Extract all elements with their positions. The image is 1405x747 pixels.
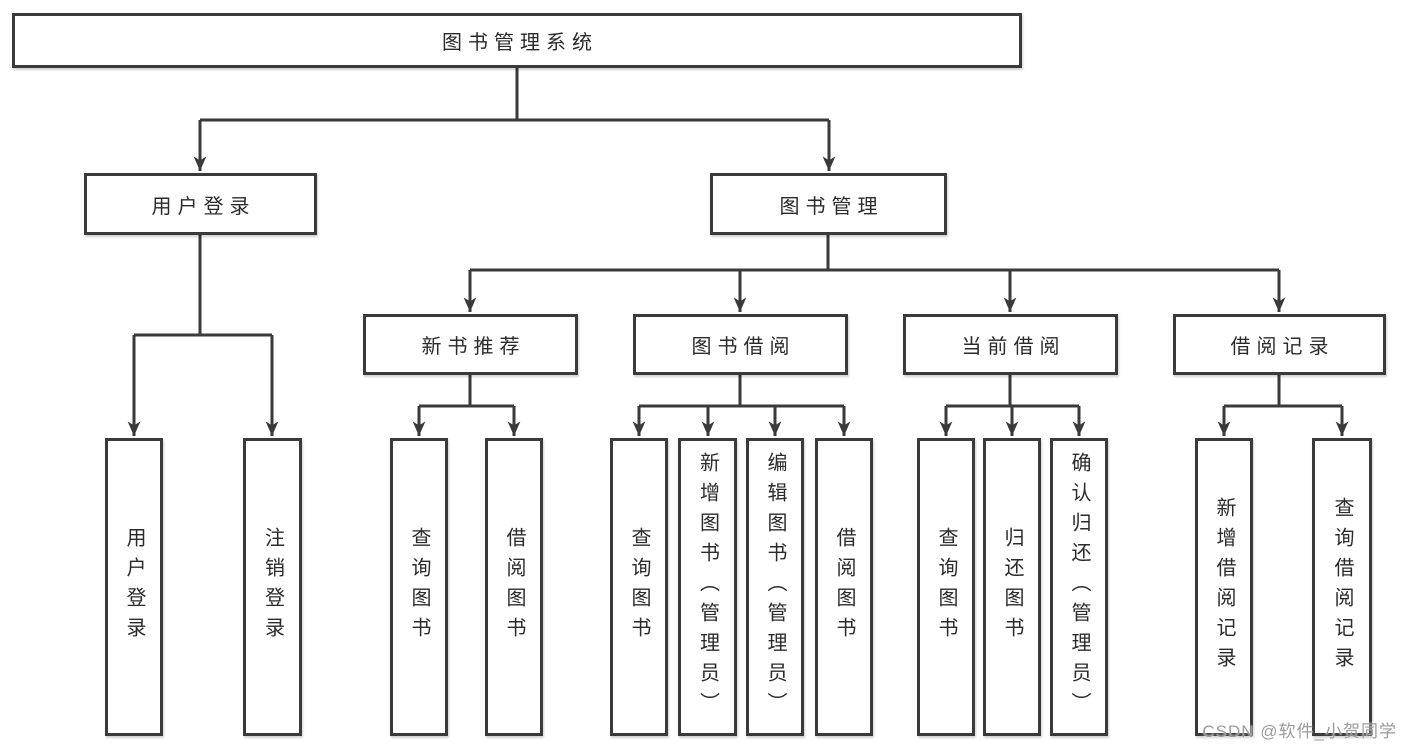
- node-leaf-borrow-books: 借阅图书: [815, 438, 873, 736]
- node-book-borrow-label: 图书借阅: [691, 336, 796, 358]
- node-leaf-label: 借阅图书: [503, 527, 525, 647]
- node-borrow-records: 借阅记录: [1173, 314, 1386, 375]
- node-leaf-query-borrow-record: 查询借阅记录: [1312, 438, 1372, 736]
- node-user-login-label: 用户登录: [151, 195, 256, 218]
- node-leaf-label: 查询图书: [935, 527, 957, 647]
- node-leaf-label: 借阅图书: [833, 527, 855, 647]
- node-leaf-query-books-current: 查询图书: [917, 438, 975, 736]
- node-new-book-recommend: 新书推荐: [363, 314, 578, 375]
- node-leaf-query-books-newbook: 查询图书: [390, 438, 448, 736]
- node-leaf-label: 查询图书: [408, 527, 430, 647]
- node-leaf-edit-books-admin: 编辑图书（管理员）: [746, 438, 804, 736]
- node-leaf-label: 新增借阅记录: [1213, 497, 1235, 677]
- node-root: 图书管理系统: [12, 13, 1022, 68]
- node-leaf-label: 新增图书（管理员）: [696, 452, 719, 722]
- node-current-borrow-label: 当前借阅: [961, 336, 1066, 358]
- node-leaf-user-login: 用户登录: [105, 438, 163, 736]
- node-leaf-label: 注销登录: [261, 527, 284, 647]
- node-leaf-add-borrow-record: 新增借阅记录: [1195, 438, 1253, 736]
- node-leaf-label: 查询借阅记录: [1331, 497, 1353, 677]
- node-new-book-recommend-label: 新书推荐: [421, 336, 526, 358]
- node-leaf-label: 用户登录: [123, 527, 145, 647]
- node-leaf-confirm-return-admin: 确认归还（管理员）: [1050, 438, 1108, 736]
- node-book-management-label: 图书管理: [779, 195, 884, 218]
- node-leaf-borrow-books-newbook: 借阅图书: [485, 438, 543, 736]
- node-root-label: 图书管理系统: [442, 32, 598, 54]
- node-leaf-query-books-borrow: 查询图书: [610, 438, 668, 736]
- node-leaf-label: 归还图书: [1001, 527, 1023, 647]
- node-book-management: 图书管理: [710, 173, 947, 235]
- node-current-borrow: 当前借阅: [903, 314, 1118, 375]
- node-leaf-add-books-admin: 新增图书（管理员）: [678, 438, 737, 736]
- node-leaf-label: 编辑图书（管理员）: [764, 452, 786, 722]
- node-leaf-logout: 注销登录: [243, 438, 302, 736]
- node-borrow-records-label: 借阅记录: [1230, 336, 1335, 358]
- watermark: CSDN @软件_小贺同学: [1202, 722, 1397, 741]
- node-leaf-label: 确认归还（管理员）: [1068, 452, 1090, 722]
- node-book-borrow: 图书借阅: [633, 314, 848, 375]
- node-leaf-label: 查询图书: [628, 527, 650, 647]
- node-user-login: 用户登录: [84, 173, 317, 235]
- node-leaf-return-books: 归还图书: [983, 438, 1041, 736]
